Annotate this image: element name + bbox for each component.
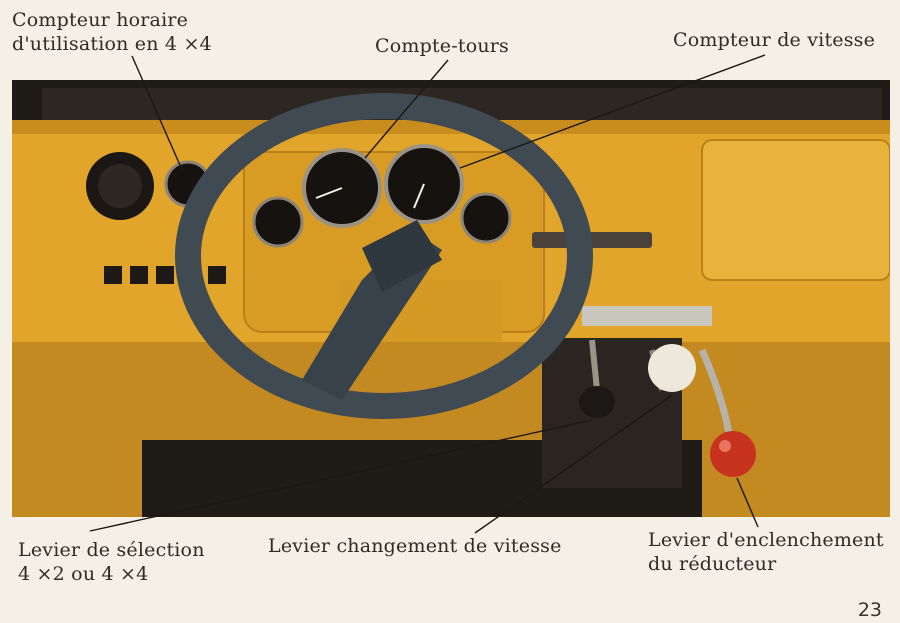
dashboard-photo <box>12 80 890 517</box>
dashboard-illustration <box>12 80 890 517</box>
label-gear-lever: Levier changement de vitesse <box>268 535 562 557</box>
page-number: 23 <box>857 599 882 621</box>
label-speedometer: Compteur de vitesse <box>673 29 876 51</box>
label-hour-meter: Compteur horaire d'utilisation en 4 ×4 <box>12 9 212 55</box>
label-tachometer: Compte-tours <box>375 35 509 57</box>
label-selector-lever: Levier de sélection 4 ×2 ou 4 ×4 <box>18 539 205 585</box>
label-reducer-lever: Levier d'enclenchement du réducteur <box>648 529 884 575</box>
